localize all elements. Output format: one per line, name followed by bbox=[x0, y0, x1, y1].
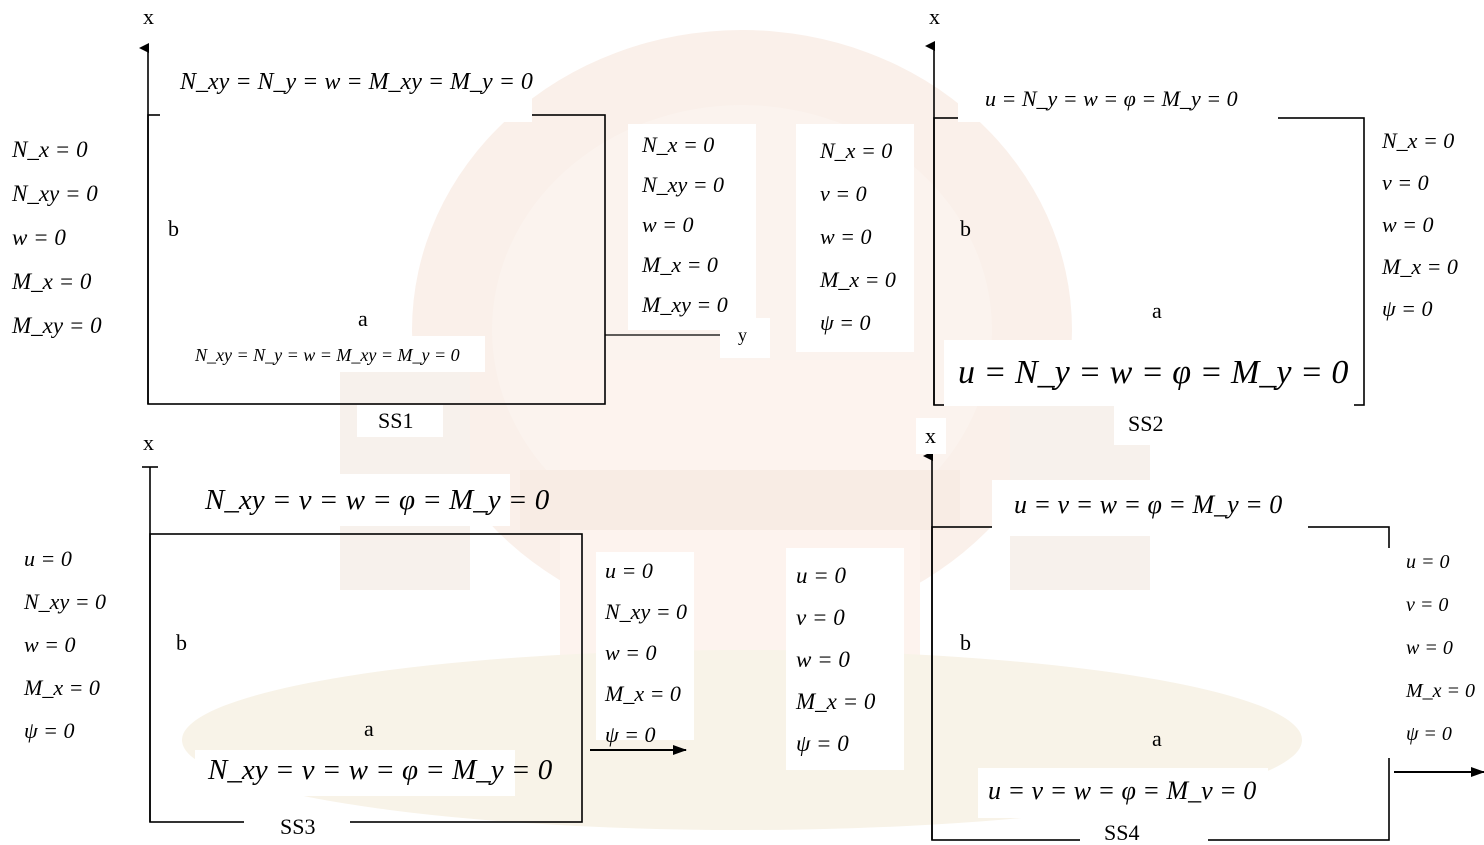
ss1-left-bc-3: w = 0 bbox=[12, 225, 66, 250]
ss1-left-bc-5: M_xy = 0 bbox=[12, 313, 102, 338]
ss1-side-a-label: a bbox=[358, 306, 368, 331]
ss4-right-bc-3: w = 0 bbox=[1406, 637, 1453, 659]
ss4-right-bc-4: M_x = 0 bbox=[1406, 680, 1476, 702]
ss2-case-label: SS2 bbox=[1128, 411, 1164, 436]
ss4-axis-x-label: x bbox=[925, 423, 936, 448]
ss4-right-bc-1: u = 0 bbox=[1406, 551, 1450, 573]
ss3-left-bc-3: w = 0 bbox=[24, 632, 76, 657]
ss4-left-bc-2: v = 0 bbox=[796, 605, 845, 630]
ss3-top-boundary-equation: N_xy = v = w = φ = M_y = 0 bbox=[205, 484, 550, 516]
ss3-left-bc-1: u = 0 bbox=[24, 546, 72, 571]
ss1-right-bc-3: w = 0 bbox=[642, 212, 694, 237]
ss2-left-boundary-conditions: N_x = 0 v = 0 w = 0 M_x = 0 ψ = 0 bbox=[820, 140, 896, 355]
ss3-case-label: SS3 bbox=[280, 814, 316, 839]
ss1-right-bc-5: M_xy = 0 bbox=[642, 292, 728, 317]
ss1-axis-x-label: x bbox=[143, 4, 154, 29]
ss4-left-bc-5: ψ = 0 bbox=[796, 731, 849, 756]
ss4-case-label: SS4 bbox=[1104, 820, 1140, 845]
ss3-right-boundary-conditions: u = 0 N_xy = 0 w = 0 M_x = 0 ψ = 0 bbox=[605, 560, 687, 765]
ss2-side-a-label: a bbox=[1152, 298, 1162, 323]
ss1-bottom-boundary-equation: N_xy = N_y = w = M_xy = M_y = 0 bbox=[195, 345, 460, 365]
ss4-side-b-label: b bbox=[960, 630, 971, 655]
ss1-top-boundary-equation: N_xy = N_y = w = M_xy = M_y = 0 bbox=[180, 69, 533, 95]
ss2-top-boundary-equation: u = N_y = w = φ = M_y = 0 bbox=[985, 86, 1238, 111]
ss3-right-bc-2: N_xy = 0 bbox=[605, 599, 688, 624]
ss4-left-bc-3: w = 0 bbox=[796, 647, 850, 672]
ss2-left-bc-1: N_x = 0 bbox=[820, 138, 893, 163]
ss3-right-bc-1: u = 0 bbox=[605, 558, 653, 583]
ss2-right-bc-2: v = 0 bbox=[1382, 170, 1429, 195]
ss1-left-bc-2: N_xy = 0 bbox=[12, 181, 98, 206]
ss1-right-bc-4: M_x = 0 bbox=[642, 252, 718, 277]
ss1-right-bc-1: N_x = 0 bbox=[642, 132, 715, 157]
ss3-right-bc-3: w = 0 bbox=[605, 640, 657, 665]
ss3-right-bc-5: ψ = 0 bbox=[605, 722, 656, 747]
ss3-side-b-label: b bbox=[176, 630, 187, 655]
ss2-right-bc-4: M_x = 0 bbox=[1382, 254, 1458, 279]
ss4-left-bc-1: u = 0 bbox=[796, 563, 847, 588]
ss1-side-b-label: b bbox=[168, 216, 179, 241]
ss4-left-bc-4: M_x = 0 bbox=[796, 689, 876, 714]
ss4-bottom-boundary-equation: u = v = w = φ = M_v = 0 bbox=[988, 776, 1257, 805]
ss1-left-bc-1: N_x = 0 bbox=[12, 137, 88, 162]
ss2-right-bc-1: N_x = 0 bbox=[1382, 128, 1455, 153]
ss3-side-a-label: a bbox=[364, 716, 374, 741]
ss3-axis-x-label: x bbox=[143, 430, 154, 455]
ss2-left-bc-2: v = 0 bbox=[820, 181, 867, 206]
ss3-left-bc-4: M_x = 0 bbox=[24, 675, 100, 700]
ss3-bottom-boundary-equation: N_xy = v = w = φ = M_y = 0 bbox=[208, 754, 553, 786]
ss1-right-bc-2: N_xy = 0 bbox=[642, 172, 725, 197]
ss2-right-bc-5: ψ = 0 bbox=[1382, 296, 1433, 321]
ss1-left-boundary-conditions: N_x = 0 N_xy = 0 w = 0 M_x = 0 M_xy = 0 bbox=[12, 138, 102, 358]
ss4-left-boundary-conditions: u = 0 v = 0 w = 0 M_x = 0 ψ = 0 bbox=[796, 564, 875, 774]
ss3-left-boundary-conditions: u = 0 N_xy = 0 w = 0 M_x = 0 ψ = 0 bbox=[24, 548, 106, 763]
ss3-left-bc-5: ψ = 0 bbox=[24, 718, 75, 743]
ss4-right-bc-5: ψ = 0 bbox=[1406, 723, 1452, 745]
ss4-right-bc-2: v = 0 bbox=[1406, 594, 1449, 616]
ss2-side-b-label: b bbox=[960, 216, 971, 241]
ss2-left-bc-4: M_x = 0 bbox=[820, 267, 896, 292]
ss2-bottom-boundary-equation: u = N_y = w = φ = M_y = 0 bbox=[958, 354, 1349, 391]
ss1-left-bc-4: M_x = 0 bbox=[12, 269, 92, 294]
ss2-right-bc-3: w = 0 bbox=[1382, 212, 1434, 237]
ss2-left-bc-3: w = 0 bbox=[820, 224, 872, 249]
ss3-rectangle bbox=[149, 533, 583, 823]
ss3-right-bc-4: M_x = 0 bbox=[605, 681, 681, 706]
ss1-axis-y-label: y bbox=[738, 325, 747, 345]
ss1-case-label: SS1 bbox=[378, 408, 414, 433]
ss3-left-bc-2: N_xy = 0 bbox=[24, 589, 107, 614]
ss2-axis-x-label: x bbox=[929, 4, 940, 29]
ss1-right-boundary-conditions: N_x = 0 N_xy = 0 w = 0 M_x = 0 M_xy = 0 bbox=[642, 134, 728, 334]
ss2-left-bc-5: ψ = 0 bbox=[820, 310, 871, 335]
ss4-side-a-label: a bbox=[1152, 726, 1162, 751]
ss2-right-boundary-conditions: N_x = 0 v = 0 w = 0 M_x = 0 ψ = 0 bbox=[1382, 130, 1458, 340]
ss4-right-boundary-conditions: u = 0 v = 0 w = 0 M_x = 0 ψ = 0 bbox=[1406, 552, 1475, 767]
ss4-top-boundary-equation: u = v = w = φ = M_y = 0 bbox=[1014, 490, 1283, 519]
